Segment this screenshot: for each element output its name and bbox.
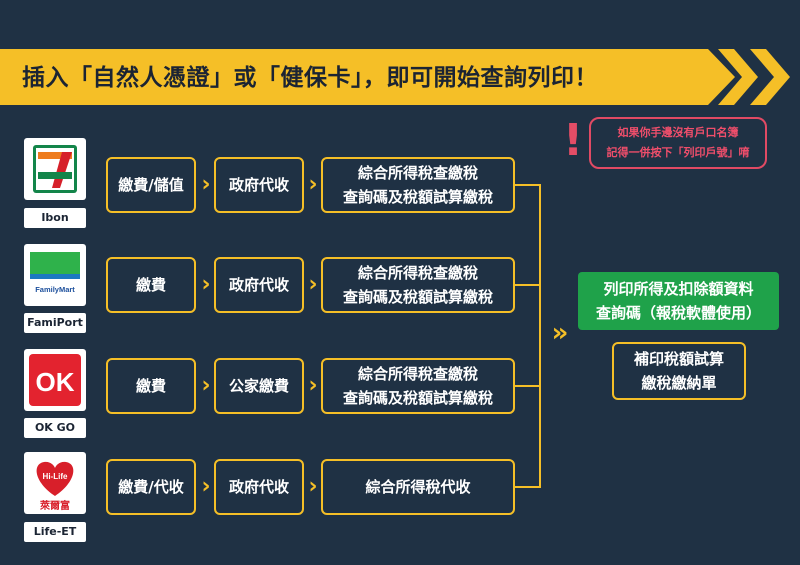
- step3-button-lifeet[interactable]: 綜合所得稅代收: [321, 459, 515, 515]
- chevron-right-icon: [718, 49, 790, 105]
- store-label-okgo: OK GO: [24, 418, 86, 438]
- step3-button-okgo[interactable]: 綜合所得稅查繳稅 查詢碼及稅額試算繳稅: [321, 358, 515, 414]
- store-label-ibon: Ibon: [24, 208, 86, 228]
- query-code-result[interactable]: 列印所得及扣除額資料 查詢碼（報稅軟體使用）: [578, 272, 779, 330]
- seven-eleven-logo: [24, 138, 86, 200]
- arrow-icon: ›: [201, 272, 211, 297]
- arrow-icon: ›: [308, 474, 318, 499]
- connector-line: [515, 284, 541, 286]
- familymart-logo: FamilyMart: [24, 244, 86, 306]
- notice-line-2: 記得一併按下「列印戶號」唷: [606, 146, 750, 159]
- step1-button-okgo[interactable]: 繳費: [106, 358, 196, 414]
- step3-line-2: 查詢碼及稅額試算繳稅: [342, 389, 493, 407]
- title-banner: [0, 49, 735, 105]
- arrow-icon: ›: [308, 272, 318, 297]
- step3-line-2: 查詢碼及稅額試算繳稅: [342, 288, 493, 306]
- store-label-famiport: FamiPort: [24, 313, 86, 333]
- hilife-logo-subtext: 萊爾富: [39, 499, 70, 512]
- hilife-logo: Hi-Life 萊爾富: [24, 452, 86, 514]
- step3-line-2: 查詢碼及稅額試算繳稅: [342, 188, 493, 206]
- notice-box: 如果你手邊沒有戶口名簿 記得一併按下「列印戶號」唷: [589, 117, 767, 169]
- ok-mart-logo: OK: [24, 349, 86, 411]
- green-line-2: 查詢碼（報稅軟體使用）: [595, 304, 761, 322]
- step3-line-1: 綜合所得稅查繳稅: [357, 164, 478, 182]
- hilife-logo-text: Hi-Life: [43, 472, 68, 481]
- outline-line-2: 繳稅繳納單: [641, 374, 717, 392]
- step1-button-famiport[interactable]: 繳費: [106, 257, 196, 313]
- store-label-lifeet: Life-ET: [24, 522, 86, 542]
- seven-eleven-icon: [33, 145, 77, 193]
- step3-line-1: 綜合所得稅查繳稅: [357, 264, 478, 282]
- step3-line-1: 綜合所得稅查繳稅: [357, 365, 478, 383]
- step2-button-lifeet[interactable]: 政府代收: [214, 459, 304, 515]
- outline-line-1: 補印稅額試算: [633, 350, 724, 368]
- arrow-icon: ›: [201, 373, 211, 398]
- reprint-tax-bill-result[interactable]: 補印稅額試算 繳稅繳納單: [612, 342, 746, 400]
- arrow-icon: ›: [308, 172, 318, 197]
- step2-button-famiport[interactable]: 政府代收: [214, 257, 304, 313]
- step3-button-ibon[interactable]: 綜合所得稅查繳稅 查詢碼及稅額試算繳稅: [321, 157, 515, 213]
- alert-icon: !: [563, 115, 584, 166]
- connector-line: [515, 385, 541, 387]
- step2-button-okgo[interactable]: 公家繳費: [214, 358, 304, 414]
- arrow-icon: ›: [201, 474, 211, 499]
- hilife-icon: Hi-Life 萊爾富: [36, 461, 74, 512]
- connector-line: [539, 184, 541, 488]
- step1-button-ibon[interactable]: 繳費/儲值: [106, 157, 196, 213]
- ok-mart-icon: OK: [29, 354, 81, 406]
- arrow-icon: ›: [308, 373, 318, 398]
- familymart-icon: FamilyMart: [30, 252, 80, 294]
- step2-button-ibon[interactable]: 政府代收: [214, 157, 304, 213]
- step3-button-famiport[interactable]: 綜合所得稅查繳稅 查詢碼及稅額試算繳稅: [321, 257, 515, 313]
- connector-line: [515, 184, 541, 186]
- notice-line-1: 如果你手邊沒有戶口名簿: [617, 126, 739, 139]
- page-title: 插入「自然人憑證」或「健保卡」，即可開始查詢列印！: [22, 65, 598, 91]
- arrow-icon: ›: [201, 172, 211, 197]
- connector-line: [515, 486, 541, 488]
- step1-button-lifeet[interactable]: 繳費/代收: [106, 459, 196, 515]
- ok-logo-text: OK: [36, 367, 75, 397]
- double-arrow-icon: »: [551, 318, 569, 348]
- green-line-1: 列印所得及扣除額資料: [603, 280, 754, 298]
- familymart-logo-text: FamilyMart: [35, 285, 75, 294]
